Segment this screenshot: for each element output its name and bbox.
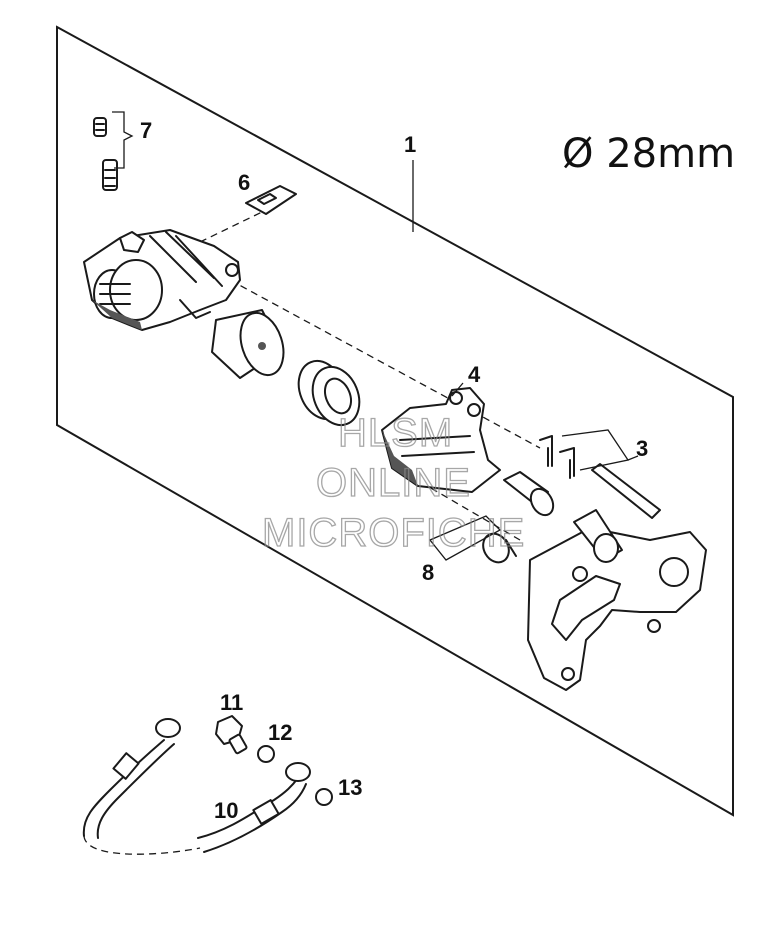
watermark-line-3: MICROFICHE <box>262 511 525 555</box>
banjo-bolt-part[interactable] <box>215 715 248 755</box>
callout-11: 11 <box>220 690 243 715</box>
piston-part[interactable] <box>211 307 291 380</box>
assembly-frame <box>56 25 734 817</box>
callout-6: 6 <box>238 170 250 195</box>
watermark-line-1: HLSM <box>338 411 453 455</box>
sealing-washer-13-part[interactable] <box>315 788 333 806</box>
leader-4 <box>451 382 464 397</box>
callout-10: 10 <box>214 798 238 823</box>
pad-spring-part[interactable] <box>245 185 297 215</box>
watermark-line-2: ONLINE <box>316 461 471 505</box>
slide-pin-boot-part[interactable] <box>428 471 558 567</box>
sealing-washer-12-part[interactable] <box>257 745 275 763</box>
pad-pin-set-part[interactable] <box>539 429 661 519</box>
bleeder-screw-part[interactable] <box>93 111 134 191</box>
callout-3: 3 <box>636 436 648 461</box>
caliper-bracket-part[interactable] <box>527 509 707 691</box>
piston-seal-part[interactable] <box>290 354 367 432</box>
axis-line-main <box>229 279 541 449</box>
brake-pad-part[interactable] <box>381 387 501 493</box>
caliper-body-part[interactable] <box>83 229 241 331</box>
brake-hose-part[interactable] <box>82 718 311 855</box>
callout-8: 8 <box>422 560 434 585</box>
callout-12: 12 <box>268 720 292 745</box>
callout-7: 7 <box>140 118 152 143</box>
callout-4: 4 <box>468 362 481 387</box>
callout-1: 1 <box>404 132 416 157</box>
piston-diameter-label: Ø 28mm <box>562 131 735 177</box>
callout-13: 13 <box>338 775 362 800</box>
axis-line-top <box>199 211 263 243</box>
